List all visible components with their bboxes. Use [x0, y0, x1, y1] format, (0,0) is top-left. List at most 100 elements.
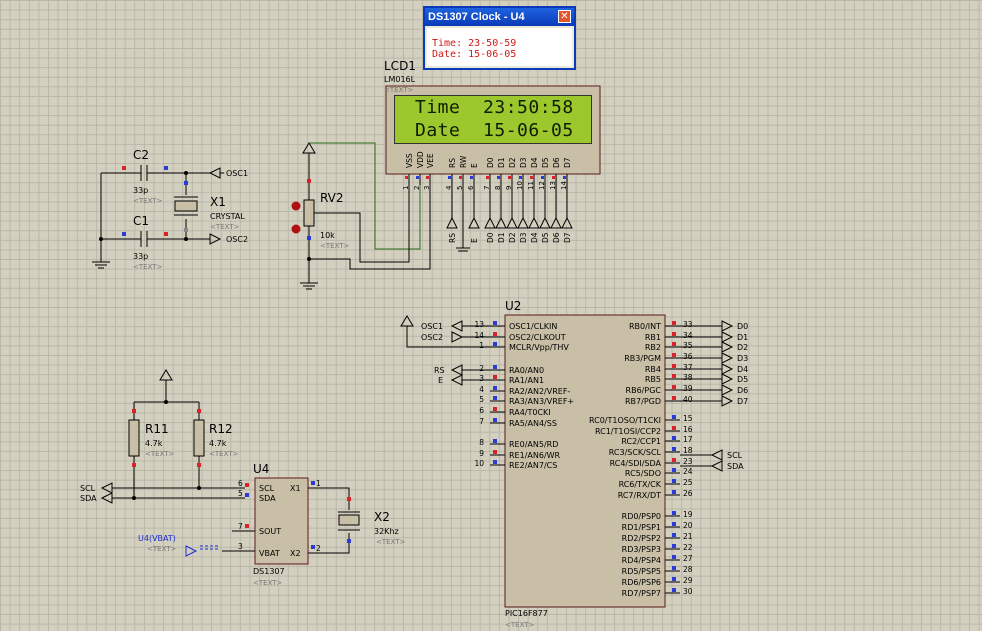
lcd-contrast-wires — [309, 142, 475, 270]
u2-pin-marker — [493, 396, 497, 400]
u2-left-pin-number: 5 — [479, 395, 484, 404]
lcd-pin-number: 13 — [549, 181, 557, 190]
u2-right-pin-number: 24 — [683, 467, 693, 476]
lcd-pin-label: D2 — [508, 157, 517, 168]
lcd-pin-marker — [530, 176, 533, 179]
u2-left-pin-name: RA2/AN2/VREF- — [509, 387, 570, 396]
lcd-pin-label: D5 — [541, 157, 550, 168]
u4-pin-x1: X1 — [290, 484, 301, 493]
lcd-pin-marker — [426, 176, 429, 179]
u2-pin-marker — [493, 439, 497, 443]
u2-left-pin-number: 7 — [479, 417, 484, 426]
vbat-probe-label[interactable]: U4(VBAT) — [138, 534, 176, 543]
lcd-pin-label: D4 — [530, 157, 539, 168]
x1-value: CRYSTAL — [210, 212, 245, 221]
u2-d-terminal-arrow — [721, 363, 734, 375]
u2-right-pin-name: RC5/SDO — [625, 469, 661, 478]
u2-text: <TEXT> — [505, 621, 535, 629]
u2-pin-marker — [672, 566, 676, 570]
u2-left-pin-name: RA3/AN3/VREF+ — [509, 397, 574, 406]
lcd-pin-marker — [448, 176, 451, 179]
u2-left-pin-number: 4 — [479, 385, 484, 394]
popup-title[interactable]: DS1307 Clock - U4 — [425, 8, 574, 26]
u2-right-pin-name: RC3/SCK/SCL — [609, 448, 662, 457]
lcd-pin-number: 5 — [456, 186, 464, 190]
u2-pin-marker — [493, 386, 497, 390]
c2-value: 33p — [133, 186, 148, 195]
lcd-pin-number: 1 — [402, 186, 410, 190]
u4-pin-sout: SOUT — [259, 527, 281, 536]
rv2-potentiometer[interactable]: RV2 10k <TEXT> — [291, 142, 350, 290]
lcd-terminal-arrow — [468, 216, 480, 229]
u2-pin-marker — [672, 374, 676, 378]
rv2-value: 10k — [320, 231, 335, 240]
lcd-pin-label: D1 — [497, 157, 506, 168]
lcd-pin-number: 2 — [413, 186, 421, 190]
lcd-pin-label: E — [470, 163, 479, 168]
u2-body — [504, 314, 666, 608]
lcd-pins: VSS1VDD2VEE3RS4RW5E6D07D18D29D310D411D51… — [402, 151, 572, 190]
u2-left-pin-number: 6 — [479, 406, 484, 415]
u4-pin-x2: X2 — [290, 549, 301, 558]
lcd-pin-number: 6 — [467, 185, 475, 190]
lcd-terminal-label: E — [470, 238, 479, 243]
lcd-terminal-arrow — [484, 216, 496, 229]
u2-right-pin-number: 29 — [683, 576, 693, 585]
u2-left-pin-name: RA0/AN0 — [509, 366, 544, 375]
lcd-pin-label: VDD — [416, 151, 425, 168]
u2-pin-marker — [672, 353, 676, 357]
u2-pin-marker — [672, 385, 676, 389]
lcd-pin-label: VSS — [405, 153, 414, 168]
lcd-terminal-arrow — [539, 216, 551, 229]
u2-right-pin-name: RD4/PSP4 — [622, 556, 661, 565]
oscillator-circuit: C2 33p <TEXT> C1 33p <TEXT> X1 — [92, 148, 248, 271]
popup-body: Time: 23-50-59 Date: 15-06-05 — [427, 28, 572, 66]
u2-right-pins: 33RB0/INT34RB135RB236RB3/PGM37RB438RB539… — [589, 320, 693, 598]
u2-d-terminal-label: D0 — [737, 322, 748, 331]
lcd-pin-number: 11 — [527, 181, 535, 190]
lcd-pin-marker — [459, 176, 462, 179]
lcd-terminal-arrow — [506, 216, 518, 229]
x2-value: 32Khz — [374, 527, 399, 536]
close-icon[interactable]: ✕ — [558, 10, 571, 23]
lcd-pin-marker — [486, 176, 489, 179]
lcd-pin-marker — [508, 176, 511, 179]
u2-left-pin-name: RE0/AN5/RD — [509, 440, 558, 449]
u2-right-pin-number: 18 — [683, 446, 693, 455]
u2-right-pin-name: RB3/PGM — [624, 354, 661, 363]
c2-text: <TEXT> — [133, 197, 163, 205]
lcd-terminal-arrow — [561, 216, 573, 229]
c1-text: <TEXT> — [133, 263, 163, 271]
u2-d-terminal-label: D1 — [737, 333, 748, 342]
bus-scl-label: SCL — [80, 484, 96, 493]
lcd-terminal-arrow — [550, 216, 562, 229]
u2-pin-marker — [672, 447, 676, 451]
lcd-terminal-label: D2 — [508, 232, 517, 243]
lcd-pin-marker — [519, 176, 522, 179]
u2-d-terminal-label: D7 — [737, 397, 748, 406]
u4-text: <TEXT> — [253, 579, 283, 587]
u2-right-pin-name: RC0/T1OSO/T1CKI — [589, 416, 661, 425]
u2-right-pin-number: 25 — [683, 478, 693, 487]
u4-rtc[interactable]: U4 DS1307 <TEXT> SCL 6 SDA 5 SOUT 7 VBAT… — [138, 462, 406, 587]
lcd-terminal-label: D4 — [530, 232, 539, 243]
u2-right-pin-number: 39 — [683, 384, 693, 393]
u2-d-terminal-label: D6 — [737, 386, 748, 395]
u2-i2c-terminal-label: SDA — [727, 462, 744, 471]
lcd-pin-label: RW — [459, 155, 468, 168]
lcd-terminal-label: D3 — [519, 232, 528, 243]
u2-right-pin-name: RC1/T1OSI/CCP2 — [595, 427, 661, 436]
u2-d-terminal-label: D4 — [737, 365, 748, 374]
rv2-text: <TEXT> — [320, 242, 350, 250]
u2-i2c-terminal-arrow — [710, 449, 723, 461]
u2-right-pin-name: RC7/RX/DT — [618, 491, 661, 500]
lcd-pin-number: 12 — [538, 181, 546, 190]
x1-ref: X1 — [210, 195, 226, 209]
u2-pin-marker — [493, 342, 497, 346]
u2-pin-marker — [672, 522, 676, 526]
ds1307-clock-popup[interactable]: DS1307 Clock - U4 ✕ Time: 23-50-59 Date:… — [423, 6, 576, 70]
u2-right-pin-number: 23 — [683, 457, 693, 466]
